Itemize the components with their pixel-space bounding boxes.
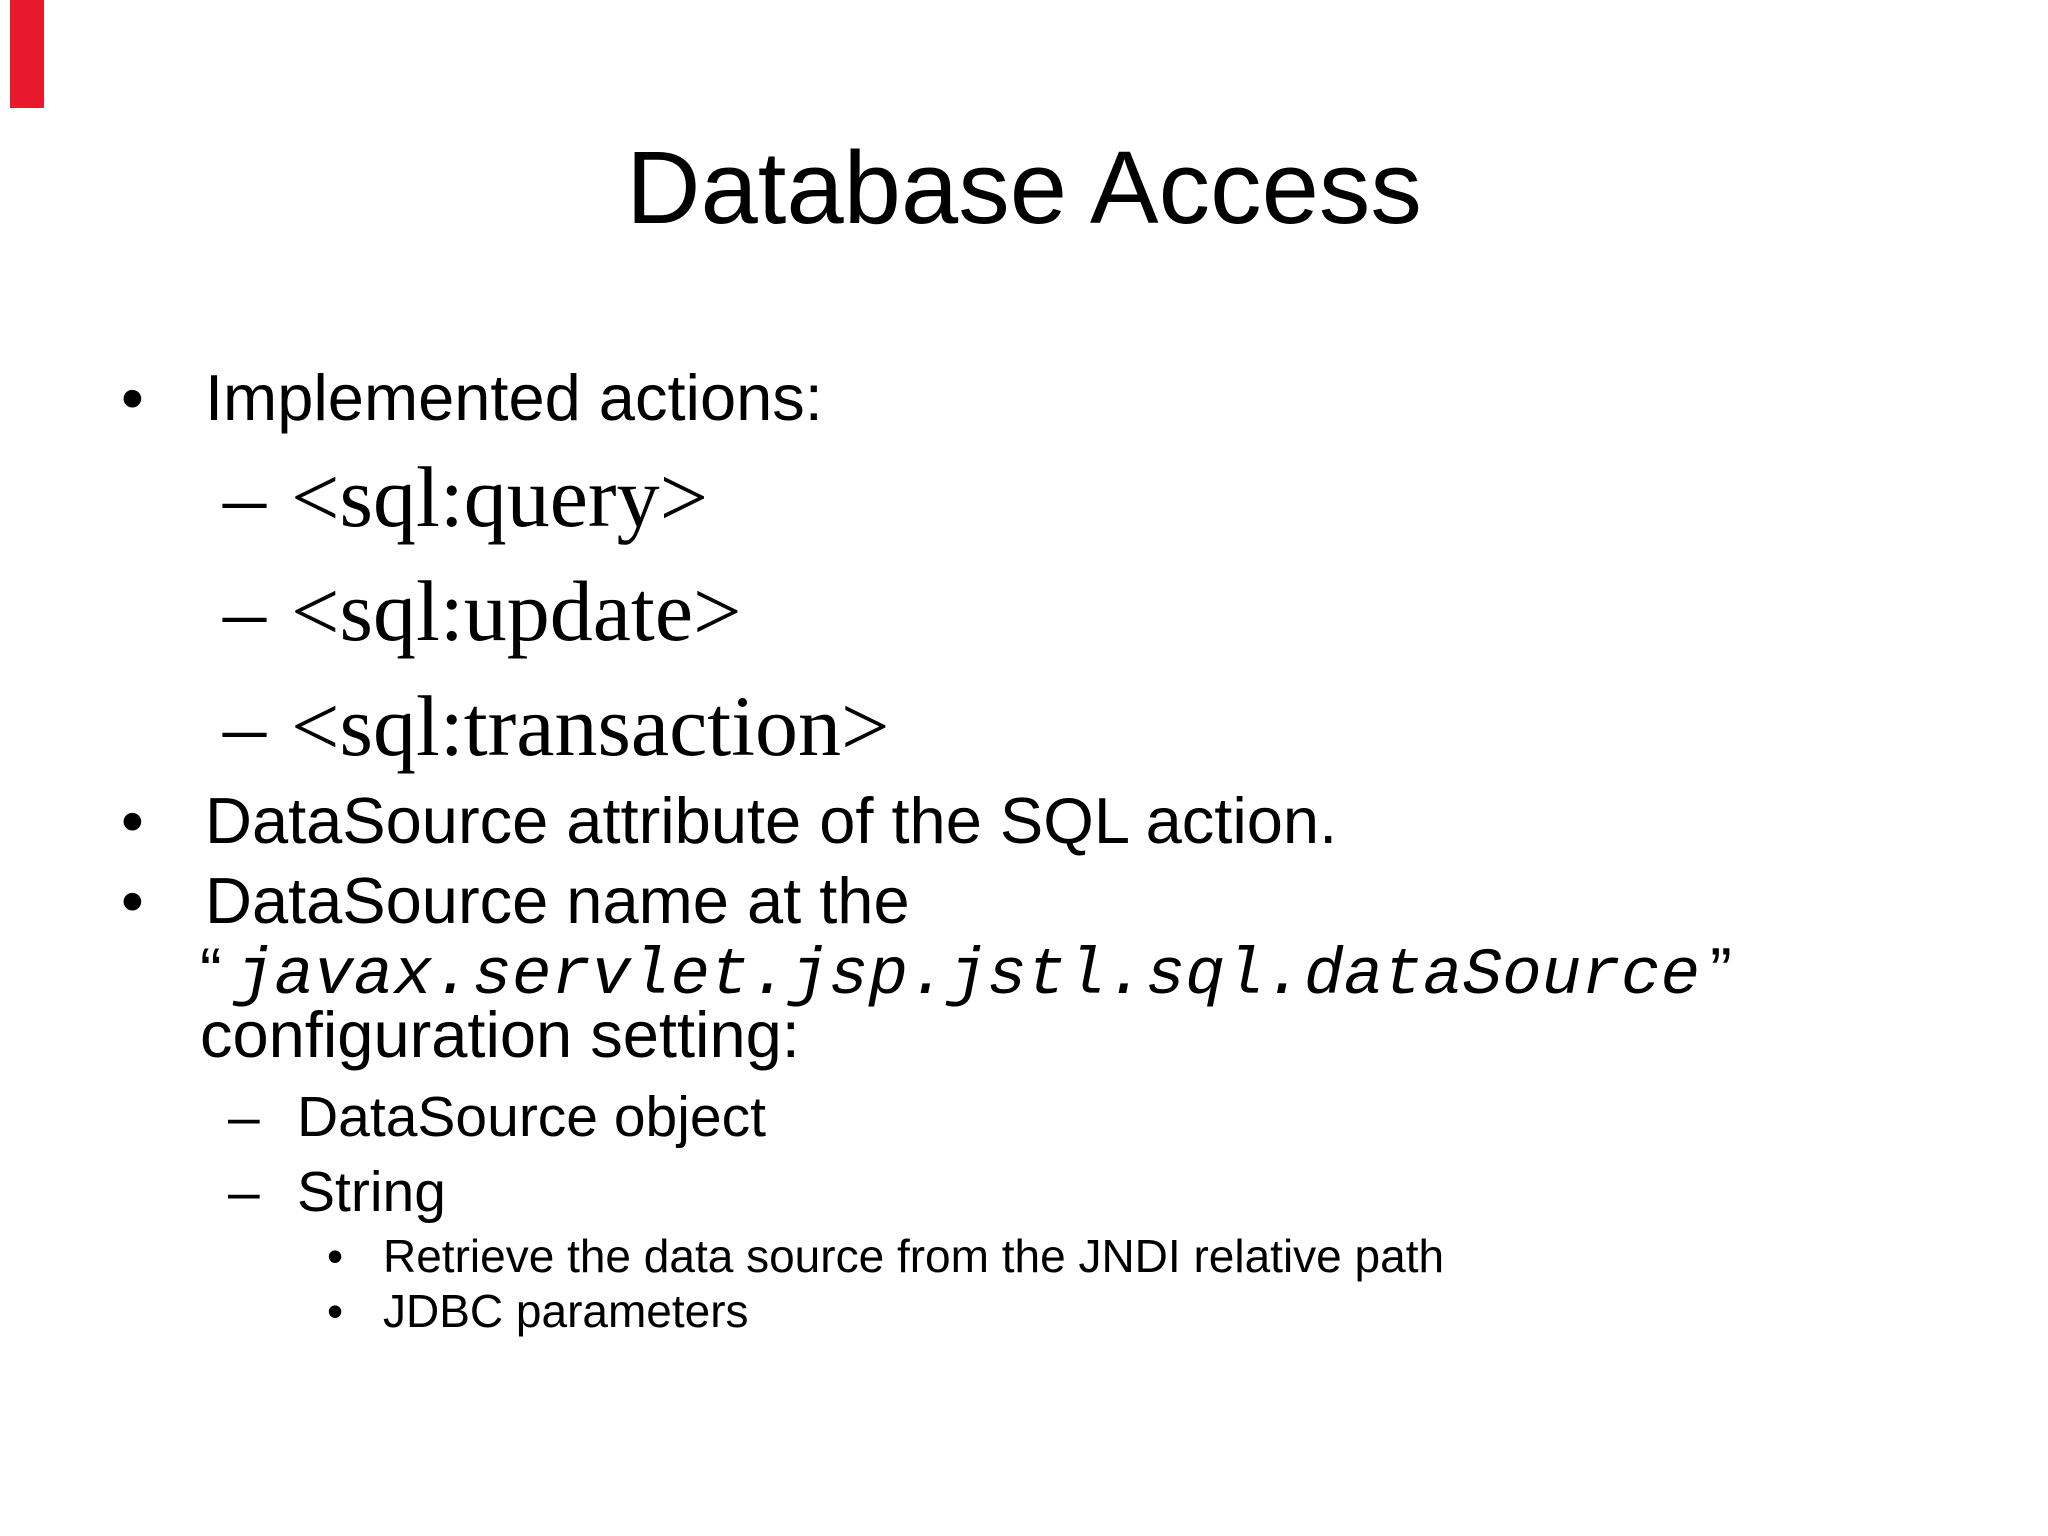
slide-title: Database Access <box>626 130 1422 245</box>
bullet-icon: • <box>121 864 144 937</box>
dash-icon: – <box>223 449 266 545</box>
bullet-icon: • <box>121 361 144 434</box>
close-quote: ” <box>1710 934 1732 1007</box>
list-item-datasource-name: DataSource name at the <box>205 864 910 937</box>
dash-icon: – <box>228 1160 260 1224</box>
list-item-sql-query: –<sql:query> <box>223 454 708 540</box>
red-marker-bar <box>10 0 44 108</box>
sql-query-tag: <sql:query> <box>291 449 709 545</box>
bullet-icon: • <box>121 784 144 857</box>
sub-bullet-icon: • <box>327 1230 344 1282</box>
dash-icon: – <box>223 563 266 659</box>
list-item-implemented-actions: Implemented actions: <box>205 361 823 434</box>
configuration-setting-label: configuration setting: <box>200 998 800 1071</box>
list-item-string-type: String <box>297 1160 446 1224</box>
open-quote: “ <box>200 934 222 1007</box>
config-path-line: “javax.servlet.jsp.jstl.sql.dataSource” <box>200 938 1732 1009</box>
sql-update-tag: <sql:update> <box>291 563 742 659</box>
sub-bullet-icon: • <box>327 1285 344 1337</box>
config-path-value: javax.servlet.jsp.jstl.sql.dataSource <box>234 938 1701 1013</box>
dash-icon: – <box>228 1085 260 1149</box>
list-item-sql-update: –<sql:update> <box>223 568 742 654</box>
list-item-datasource-object: DataSource object <box>297 1085 766 1149</box>
sql-transaction-tag: <sql:transaction> <box>291 678 890 774</box>
list-item-sql-transaction: –<sql:transaction> <box>223 683 890 769</box>
dash-icon: – <box>223 678 266 774</box>
list-item-jdbc-parameters: JDBC parameters <box>383 1285 749 1337</box>
list-item-retrieve-jndi: Retrieve the data source from the JNDI r… <box>383 1230 1445 1282</box>
list-item-datasource-attribute: DataSource attribute of the SQL action. <box>205 784 1338 857</box>
